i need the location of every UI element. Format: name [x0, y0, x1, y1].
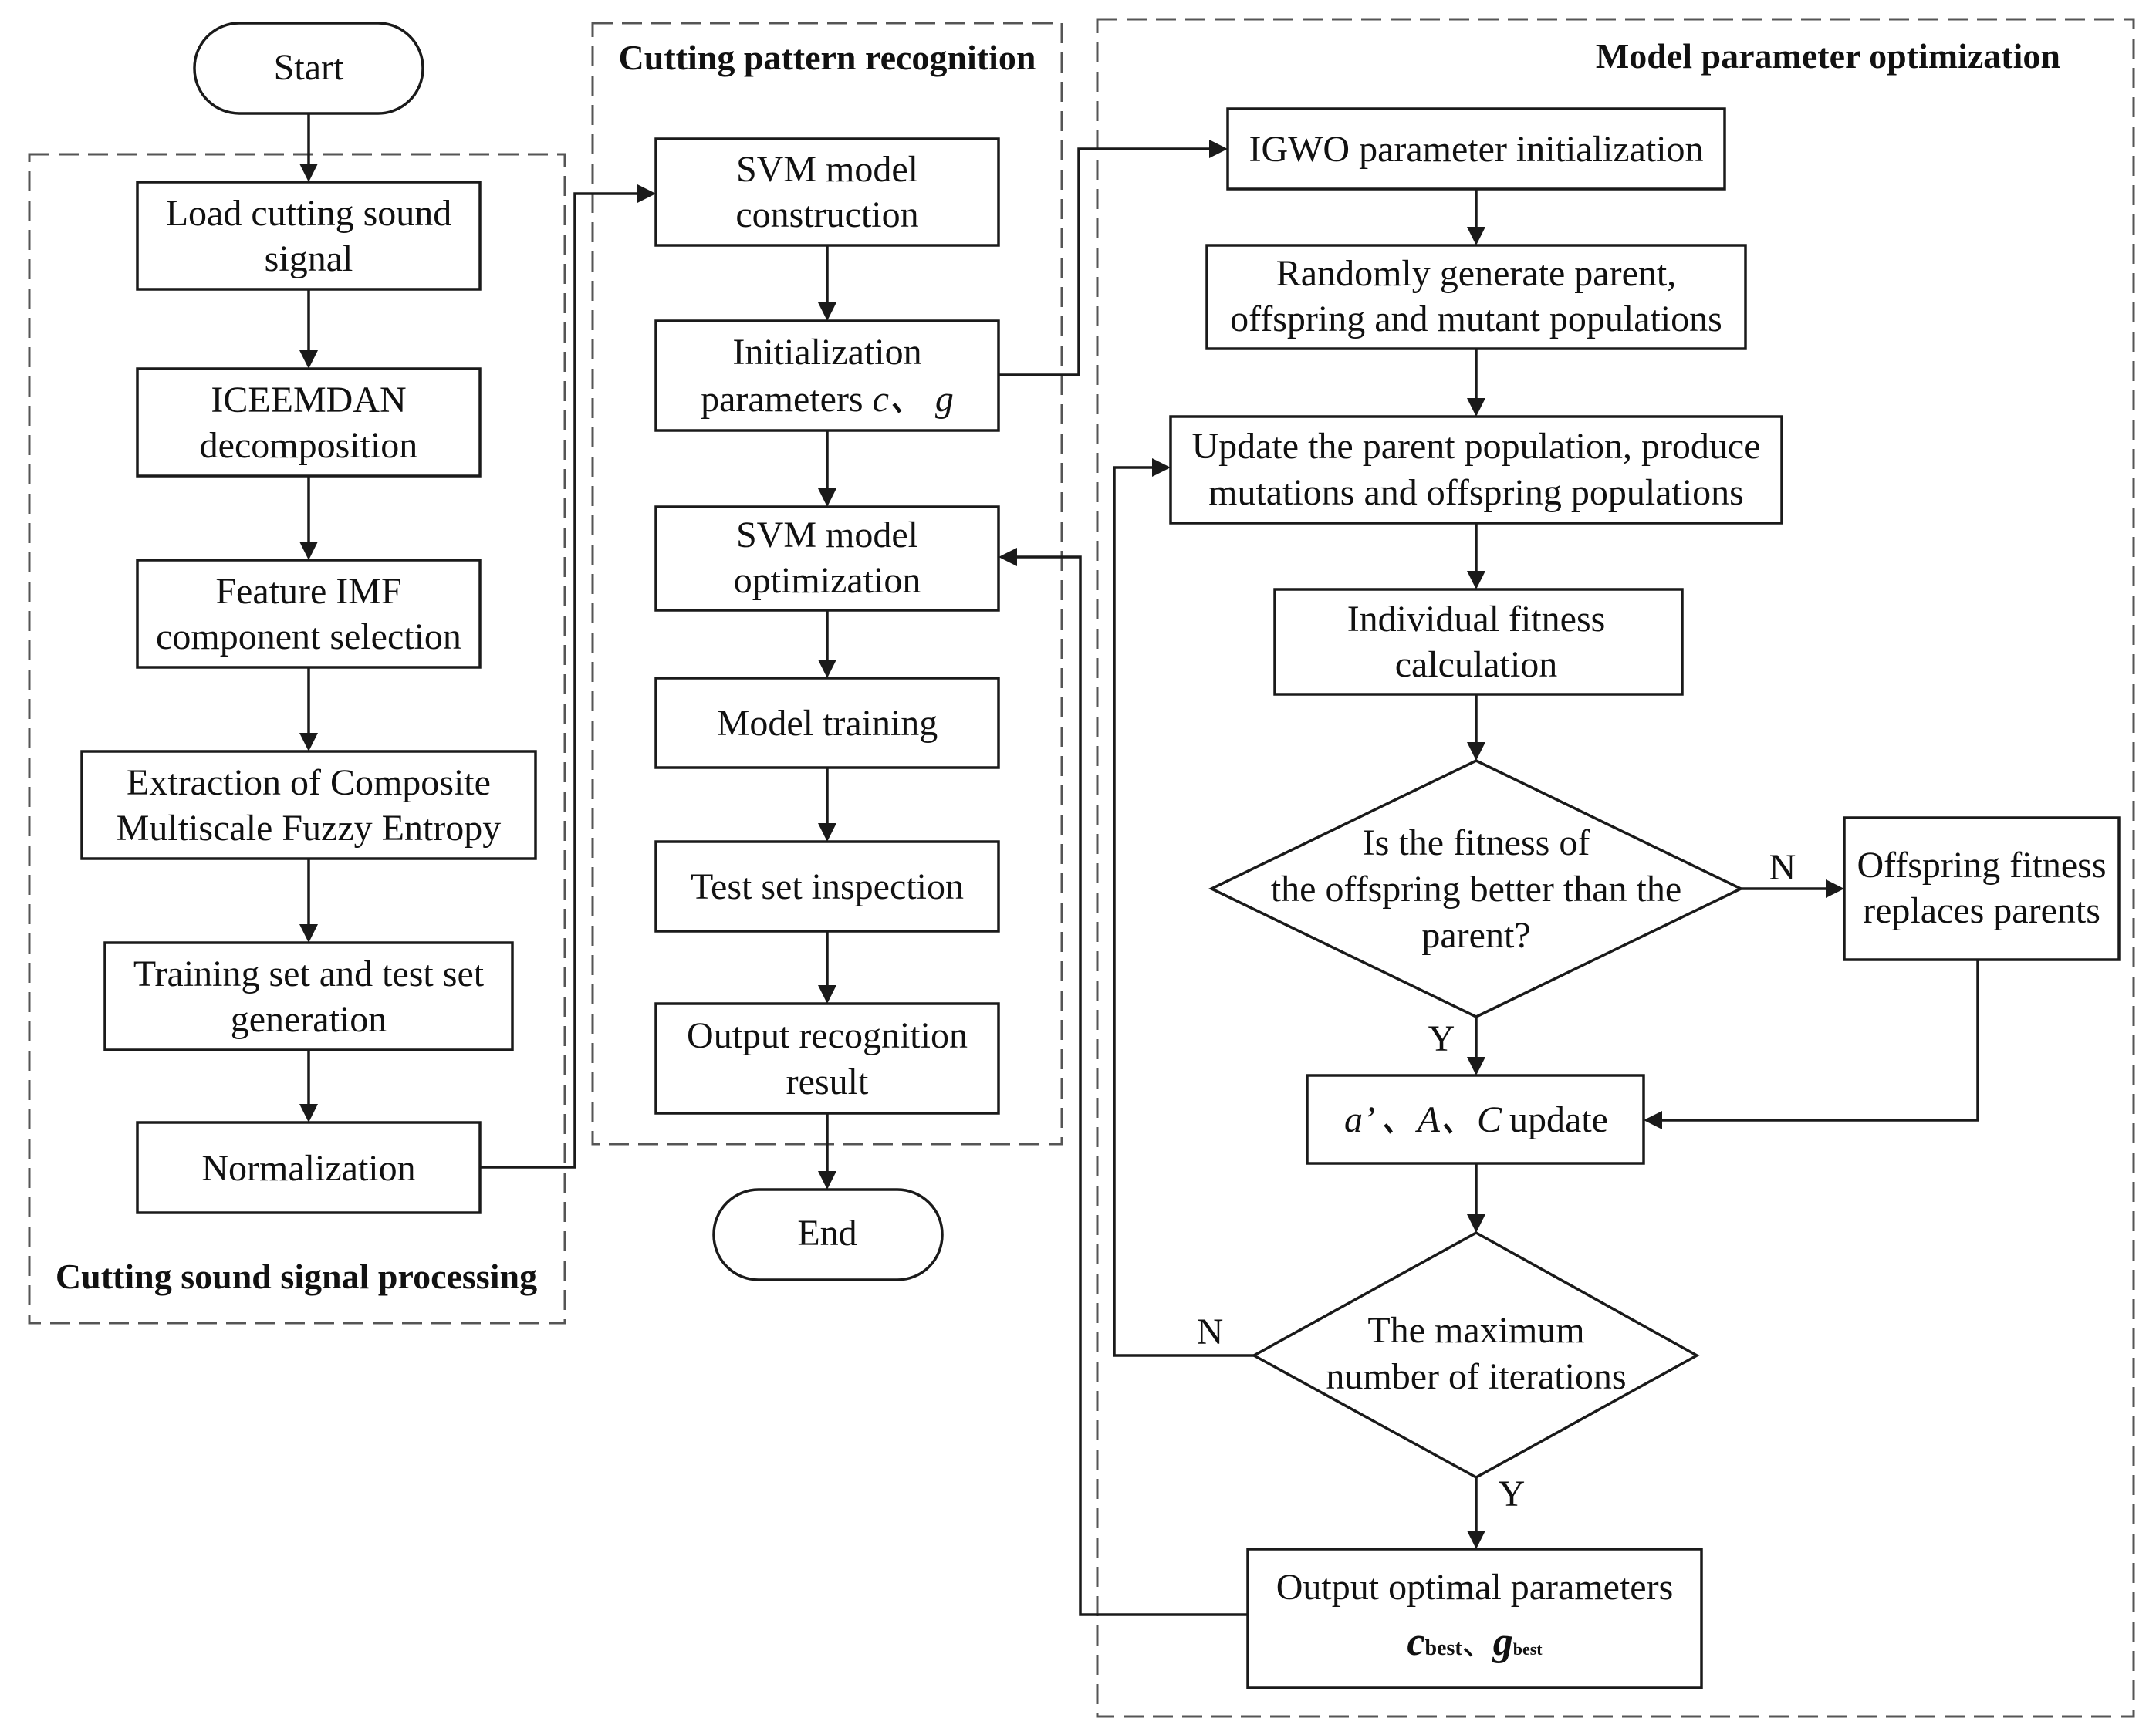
training-set-step: Training set and test set generation: [103, 941, 514, 1051]
model-training-label: Model training: [717, 703, 938, 744]
init-params-line-1: Initialization: [732, 332, 921, 373]
fitness-calc-line-1: Individual fitness: [1347, 599, 1606, 640]
group-optimization-title: Model parameter optimization: [1596, 36, 2060, 76]
offspring-replace-step: Offspring fitness replaces parents: [1843, 816, 2121, 961]
output-result-line-2: result: [786, 1062, 869, 1102]
extraction-step: Extraction of Composite Multiscale Fuzzy…: [80, 750, 537, 860]
arrowheads: [299, 140, 1844, 1549]
fitness-decision-line-2: the offspring better than the: [1271, 869, 1681, 910]
update-parent-step: Update the parent population, produce mu…: [1169, 415, 1783, 525]
fitness-calc-step: Individual fitness calculation: [1273, 588, 1684, 696]
group-processing: [28, 153, 566, 1325]
feature-imf-step: Feature IMF component selection: [136, 559, 482, 669]
igwo-init-label: IGWO parameter initialization: [1249, 129, 1703, 170]
igwo-init-step: IGWO parameter initialization: [1226, 107, 1726, 191]
fitness-yes-label: Y: [1428, 1018, 1455, 1059]
iteration-yes-label: Y: [1499, 1473, 1526, 1514]
random-generate-line-1: Randomly generate parent,: [1276, 253, 1676, 294]
iceemdan-step: ICEEMDAN decomposition: [136, 367, 482, 478]
update-parent-line-2: mutations and offspring populations: [1208, 472, 1744, 513]
group-processing-title: Cutting sound signal processing: [56, 1257, 537, 1296]
feature-imf-line-2: component selection: [156, 616, 461, 657]
feature-imf-line-1: Feature IMF: [215, 571, 401, 612]
output-result-line-1: Output recognition: [687, 1015, 968, 1056]
extraction-line-2: Multiscale Fuzzy Entropy: [117, 808, 502, 849]
end-label: End: [797, 1213, 857, 1254]
output-optimal-line-1: Output optimal parameters: [1276, 1567, 1674, 1608]
fitness-decision: Is the fitness of the offspring better t…: [1208, 759, 1745, 1018]
end-terminal: End: [712, 1188, 944, 1281]
init-params-word: parameters: [701, 379, 863, 420]
training-set-line-1: Training set and test set: [133, 954, 485, 994]
test-set-step: Test set inspection: [654, 840, 1000, 933]
iteration-no-label: N: [1197, 1311, 1224, 1352]
c-best-subscript: best: [1424, 1636, 1462, 1660]
fitness-calc-line-2: calculation: [1395, 644, 1558, 685]
fitness-decision-line-1: Is the fitness of: [1363, 822, 1590, 863]
start-label: Start: [274, 47, 344, 88]
svm-construction-line-1: SVM model: [736, 149, 918, 190]
normalization-label: Normalization: [201, 1148, 415, 1189]
iteration-decision-line-1: The maximum: [1367, 1310, 1584, 1351]
g-best-symbol: g: [1492, 1620, 1513, 1664]
g-best-subscript: best: [1513, 1639, 1543, 1659]
coefficient-vars: a’ 、A、C: [1344, 1099, 1502, 1140]
coefficient-update-word: update: [1509, 1099, 1608, 1140]
update-parent-line-1: Update the parent population, produce: [1191, 426, 1760, 467]
svm-optimization-line-2: optimization: [734, 560, 921, 601]
init-params-vars: c、 g: [873, 379, 954, 420]
test-set-label: Test set inspection: [691, 866, 964, 907]
load-signal-step: Load cutting sound signal: [136, 181, 482, 291]
output-result-step: Output recognition result: [654, 1002, 1000, 1115]
model-training-step: Model training: [654, 677, 1000, 769]
fitness-decision-line-3: parent?: [1421, 915, 1530, 956]
training-set-line-2: generation: [231, 999, 387, 1040]
random-generate-step: Randomly generate parent, offspring and …: [1205, 244, 1747, 350]
load-signal-line-1: Load cutting sound: [166, 193, 452, 234]
group-optimization: [1096, 18, 2135, 1718]
iceemdan-line-1: ICEEMDAN: [211, 380, 406, 420]
output-optimal-step: Output optimal parameters cbest、gbest: [1246, 1548, 1703, 1689]
svm-construction-line-2: construction: [735, 194, 918, 235]
output-optimal-line-2: cbest、gbest: [1407, 1620, 1543, 1664]
svm-optimization-line-1: SVM model: [736, 515, 918, 555]
random-generate-line-2: offspring and mutant populations: [1230, 299, 1722, 339]
normalization-step: Normalization: [136, 1121, 482, 1214]
start-terminal: Start: [193, 22, 424, 115]
svm-construction-step: SVM model construction: [654, 137, 1000, 247]
iteration-decision-line-2: number of iterations: [1326, 1356, 1626, 1397]
extraction-line-1: Extraction of Composite: [127, 762, 491, 803]
load-signal-line-2: signal: [265, 238, 353, 279]
param-separator: 、: [1462, 1627, 1493, 1662]
c-best-symbol: c: [1407, 1620, 1424, 1664]
offspring-replace-line-2: replaces parents: [1863, 890, 2100, 931]
iteration-decision: The maximum number of iterations: [1251, 1230, 1700, 1479]
fitness-no-label: N: [1769, 847, 1796, 888]
offspring-replace-line-1: Offspring fitness: [1857, 845, 2106, 886]
connectors: [307, 113, 1979, 1616]
iceemdan-line-2: decomposition: [200, 425, 418, 466]
group-recognition-title: Cutting pattern recognition: [619, 38, 1036, 77]
svm-optimization-step: SVM model optimization: [654, 505, 1000, 612]
